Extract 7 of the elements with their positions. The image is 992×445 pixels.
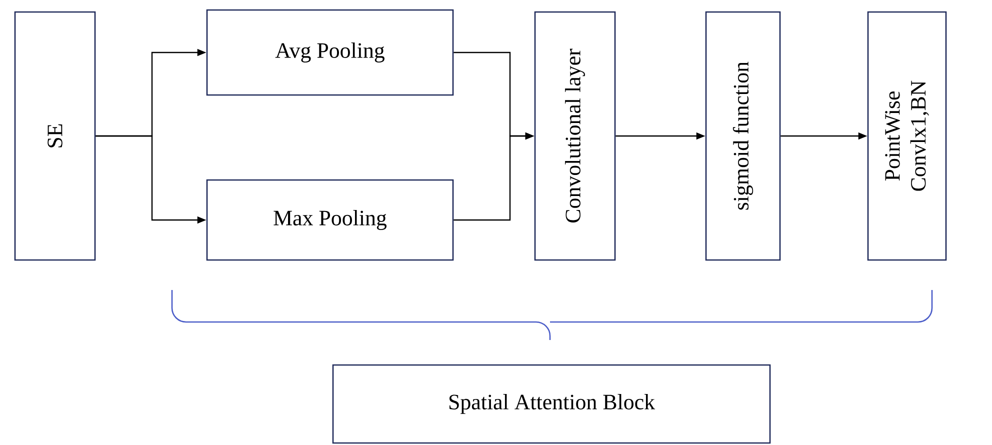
- process-box: SE: [14, 11, 96, 261]
- block-label-box: Spatial Attention Block: [332, 364, 771, 444]
- process-box: sigmoid function: [705, 11, 781, 261]
- process-box: Convolutional layer: [534, 11, 616, 261]
- process-box: Max Pooling: [206, 179, 454, 261]
- process-box: PointWise Convlx1,BN: [867, 11, 947, 261]
- process-box: Avg Pooling: [206, 9, 454, 96]
